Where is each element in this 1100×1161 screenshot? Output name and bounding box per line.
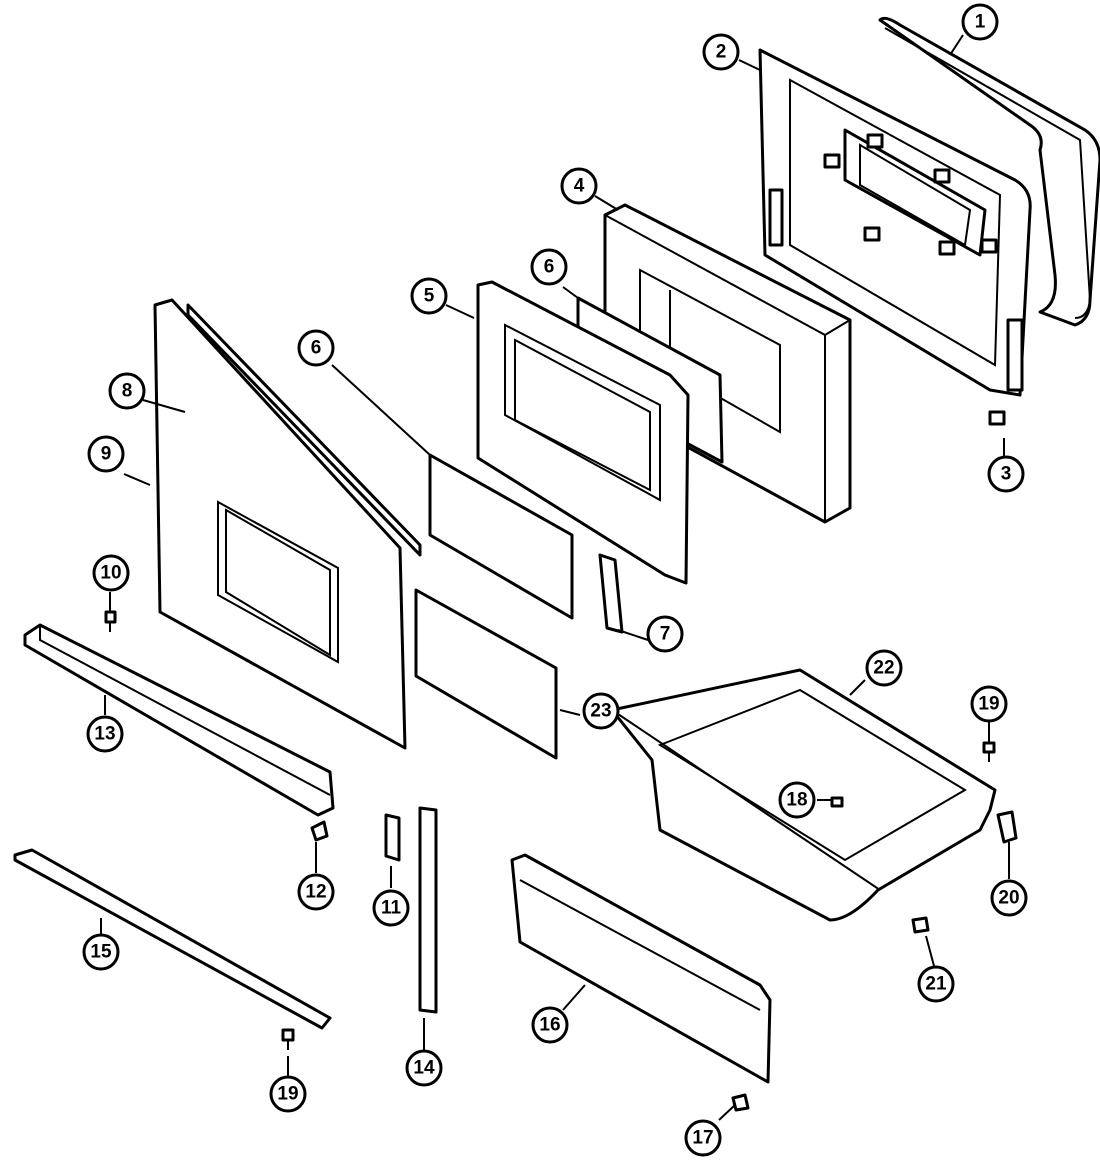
svg-text:19: 19 bbox=[978, 694, 999, 715]
callout-19b: 19 bbox=[269, 1075, 307, 1113]
callout-8: 8 bbox=[108, 372, 146, 410]
svg-text:17: 17 bbox=[692, 1128, 713, 1149]
part-lower-trim-bar bbox=[13, 848, 332, 1030]
part-screw-19-lower bbox=[281, 1028, 295, 1050]
svg-text:21: 21 bbox=[925, 974, 947, 995]
svg-text:19: 19 bbox=[277, 1084, 298, 1105]
part-slide-block bbox=[911, 916, 930, 934]
svg-text:16: 16 bbox=[539, 1015, 560, 1036]
svg-text:9: 9 bbox=[101, 444, 112, 465]
part-door-gasket bbox=[878, 16, 1100, 327]
part-handle-clip bbox=[310, 820, 329, 842]
callout-15: 15 bbox=[82, 933, 120, 971]
callout-5: 5 bbox=[410, 277, 448, 315]
callout-17: 17 bbox=[684, 1119, 722, 1157]
svg-text:1: 1 bbox=[975, 12, 986, 33]
svg-text:13: 13 bbox=[94, 724, 115, 745]
part-drawer-stop bbox=[996, 810, 1018, 844]
part-door-liner-frame bbox=[476, 280, 690, 585]
svg-text:23: 23 bbox=[590, 701, 611, 722]
svg-text:11: 11 bbox=[381, 898, 402, 919]
callout-11: 11 bbox=[372, 889, 410, 927]
svg-text:7: 7 bbox=[660, 624, 671, 645]
callout-9: 9 bbox=[87, 435, 125, 473]
callout-16: 16 bbox=[531, 1006, 569, 1044]
svg-text:3: 3 bbox=[1001, 464, 1012, 485]
svg-text:6: 6 bbox=[544, 257, 555, 278]
callout-7: 7 bbox=[646, 615, 684, 653]
callout-3: 3 bbox=[987, 455, 1025, 493]
leader-lines bbox=[100, 34, 1010, 1121]
part-screw-18 bbox=[830, 796, 844, 808]
callout-13: 13 bbox=[86, 715, 124, 753]
part-side-strip bbox=[384, 813, 401, 862]
part-vent-strip bbox=[186, 303, 422, 557]
part-screw-19-upper bbox=[982, 741, 996, 762]
svg-text:14: 14 bbox=[413, 1058, 435, 1079]
svg-text:5: 5 bbox=[424, 286, 435, 307]
callout-6b: 6 bbox=[297, 329, 335, 367]
part-inner-door-panel bbox=[758, 48, 1032, 397]
callout-10: 10 bbox=[92, 554, 130, 592]
svg-text:10: 10 bbox=[100, 563, 121, 584]
callout-22: 22 bbox=[865, 649, 903, 687]
callout-18: 18 bbox=[778, 781, 816, 819]
svg-text:22: 22 bbox=[873, 658, 894, 679]
svg-text:4: 4 bbox=[574, 176, 585, 197]
callout-14: 14 bbox=[405, 1049, 443, 1087]
callout-1: 1 bbox=[961, 3, 999, 41]
part-front-door-glass bbox=[428, 453, 574, 620]
callout-21: 21 bbox=[917, 965, 955, 1003]
part-door-handle-trim bbox=[23, 623, 335, 817]
svg-text:20: 20 bbox=[998, 888, 1019, 909]
svg-text:6: 6 bbox=[311, 338, 322, 359]
part-drawer-front bbox=[510, 853, 772, 1084]
callout-4: 4 bbox=[560, 167, 598, 205]
callout-6a: 6 bbox=[530, 248, 568, 286]
callout-2: 2 bbox=[702, 33, 740, 71]
part-drawer-knob bbox=[731, 1093, 750, 1112]
part-lower-glass-panel bbox=[414, 588, 558, 760]
part-screw-10 bbox=[104, 610, 117, 632]
callout-19a: 19 bbox=[970, 685, 1008, 723]
svg-text:2: 2 bbox=[716, 42, 727, 63]
callout-23: 23 bbox=[582, 692, 620, 730]
part-hinge-bracket bbox=[598, 553, 624, 634]
svg-text:15: 15 bbox=[90, 942, 112, 963]
part-door-clip bbox=[988, 410, 1006, 426]
svg-text:18: 18 bbox=[786, 790, 807, 811]
part-vertical-trim bbox=[418, 806, 438, 1014]
callout-12: 12 bbox=[297, 873, 335, 911]
part-outer-door-panel bbox=[153, 298, 407, 750]
svg-text:8: 8 bbox=[122, 381, 133, 402]
callout-20: 20 bbox=[990, 879, 1028, 917]
svg-text:12: 12 bbox=[305, 882, 326, 903]
